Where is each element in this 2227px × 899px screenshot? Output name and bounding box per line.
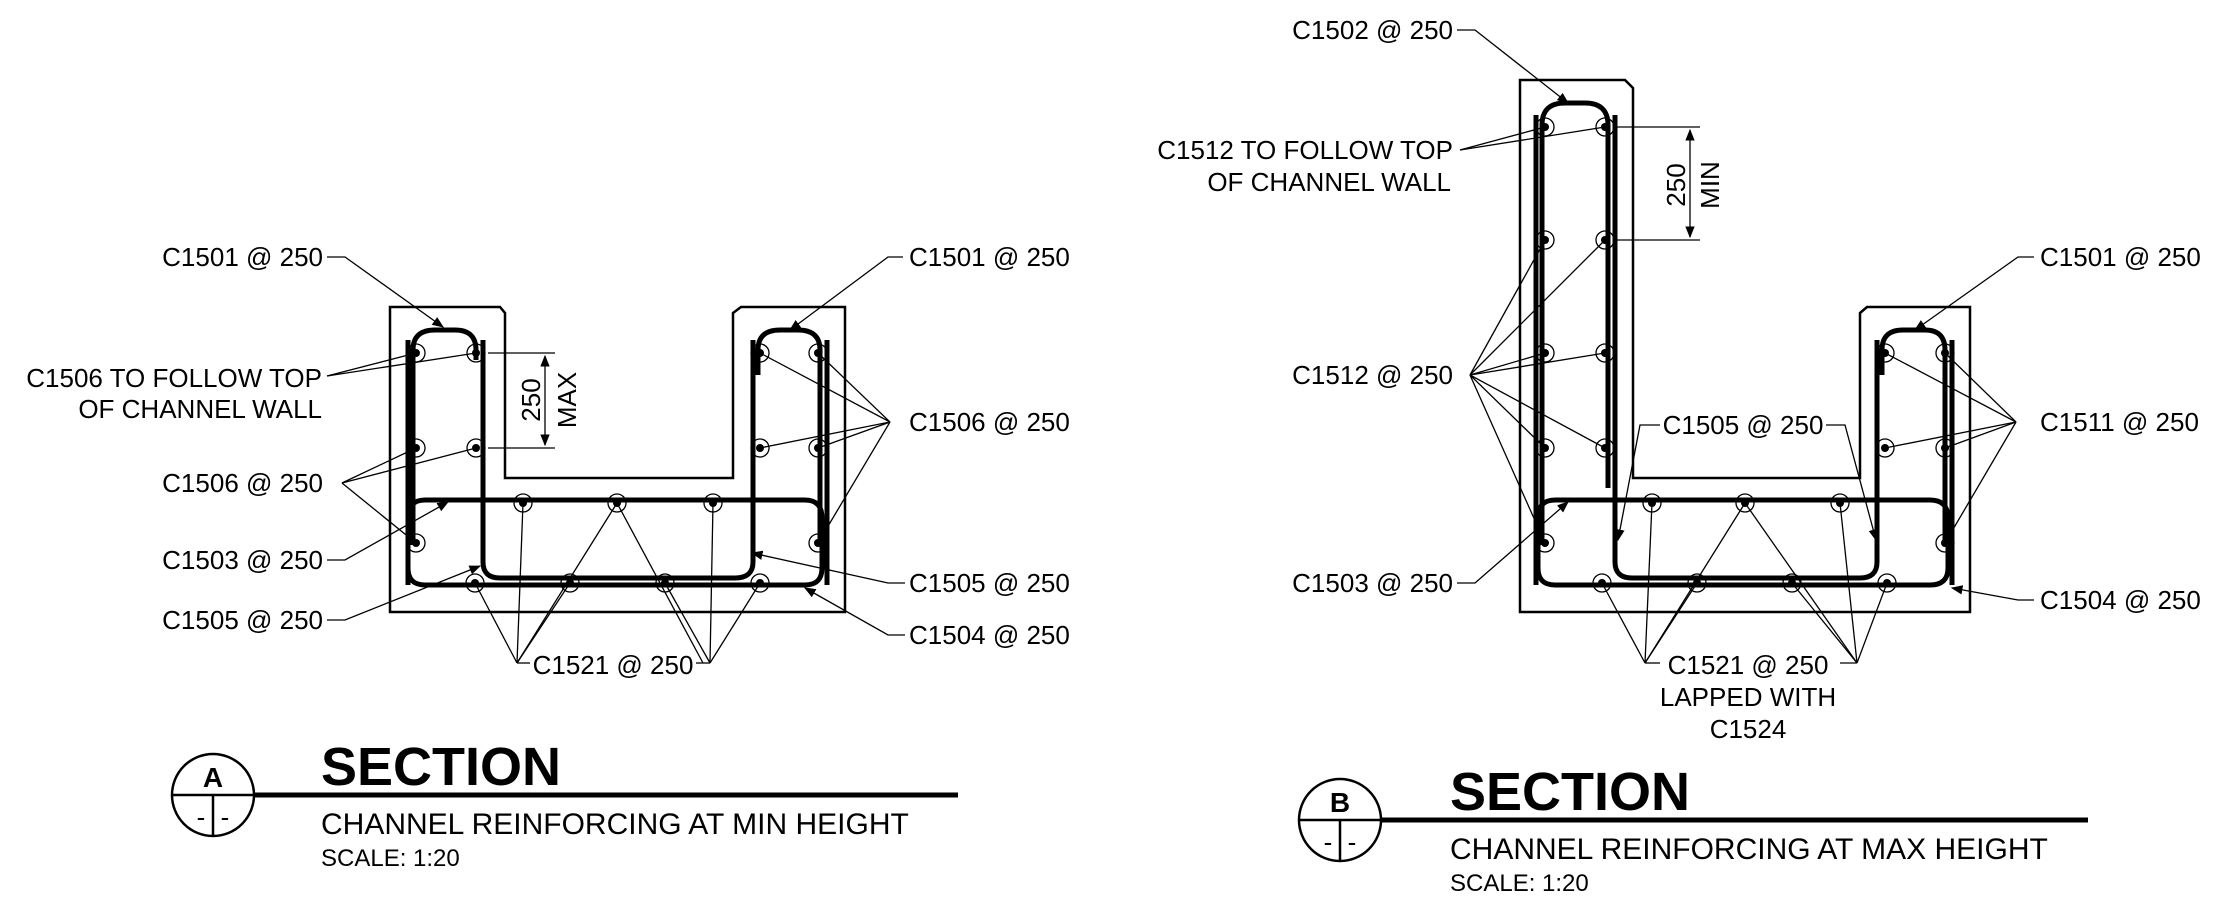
section-b-drawing: C1502 @ 250 C1512 TO FOLLOW TOP OF CHANN… [1157,15,2201,744]
section-b-label-bottom-3: C1524 [1710,714,1787,744]
section-b-leaders [1457,29,2034,664]
section-a-label-follow-top-2: OF CHANNEL WALL [78,394,322,424]
section-a-dimension [488,352,555,449]
section-a-label-right-bottom-2: C1504 @ 250 [909,620,1070,650]
section-b-label-top: C1502 @ 250 [1292,15,1453,45]
section-b-dimension-value: 250 [1661,163,1691,206]
section-b-label-inner: C1505 @ 250 [1663,410,1824,440]
section-a-bar-c1503 [405,497,825,588]
section-a-label-right-mid: C1506 @ 250 [909,407,1070,437]
section-b-label-left-mid: C1512 @ 250 [1292,360,1453,390]
section-a-label-right-bottom-1: C1505 @ 250 [909,568,1070,598]
section-b-dimension [1615,126,1700,241]
section-b-bar-c1502 [1539,100,1611,545]
section-a-bar-c1501-right [755,327,823,545]
section-b-label-right-mid: C1511 @ 250 [2040,407,2199,437]
section-a-label-left-mid: C1506 @ 250 [162,468,323,498]
section-a-tag-ref-right: - [221,802,230,832]
section-b-scale: SCALE: 1:20 [1450,870,1589,897]
section-a-subtitle: CHANNEL REINFORCING AT MIN HEIGHT [321,808,909,841]
section-a-dimension-note: MAX [552,372,582,428]
section-a-label-follow-top-1: C1506 TO FOLLOW TOP [26,363,322,393]
section-a-label-bottom: C1521 @ 250 [533,650,694,680]
section-a-tag-letter: A [203,762,223,793]
section-a-label-left-bottom-2: C1505 @ 250 [162,605,323,635]
section-a-title-block: A - - SECTION CHANNEL REINFORCING AT MIN… [170,737,958,872]
section-b-dimension-note: MIN [1695,161,1725,209]
section-b-label-bottom-1: C1521 @ 250 [1668,650,1829,680]
section-a-bar-c1501-left [410,327,479,545]
section-b-tag-ref-right: - [1348,827,1357,857]
section-a-scale: SCALE: 1:20 [321,845,460,872]
section-a-bar-c1505 [480,488,756,581]
section-a-leaders [326,256,905,664]
section-a-label-top-left: C1501 @ 250 [162,242,323,272]
section-b-label-follow-top-2: OF CHANNEL WALL [1207,167,1451,197]
section-b-label-left-bottom: C1503 @ 250 [1292,568,1453,598]
section-a-tag-ref-left: - [197,802,206,832]
section-b-bar-c1505 [1612,488,1880,581]
section-b-title-block: B - - SECTION CHANNEL REINFORCING AT MAX… [1297,762,2088,897]
section-a-label-left-bottom-1: C1503 @ 250 [162,545,323,575]
section-b-label-follow-top-1: C1512 TO FOLLOW TOP [1157,135,1453,165]
section-b-label-bottom-2: LAPPED WITH [1660,682,1836,712]
section-b-label-top-right: C1501 @ 250 [2040,242,2201,272]
section-a-title: SECTION [321,737,561,797]
section-b-bar-c1501-right [1879,327,1948,545]
section-b-label-right-bottom: C1504 @ 250 [2040,585,2201,615]
section-b-tag-ref-left: - [1324,827,1333,857]
section-b-tag-letter: B [1330,787,1350,818]
section-a-dimension-value: 250 [516,378,546,421]
section-b-bar-dots [1535,117,1955,593]
section-a-bar-dots [406,343,828,593]
section-a-label-top-right: C1501 @ 250 [909,242,1070,272]
section-a-concrete-outline [388,305,847,614]
section-a-drawing: C1501 @ 250 C1506 TO FOLLOW TOP OF CHANN… [26,242,1070,680]
section-b-subtitle: CHANNEL REINFORCING AT MAX HEIGHT [1450,833,2048,866]
section-b-title: SECTION [1450,762,1690,822]
section-b-bar-c1503 [1535,497,1951,588]
section-b-concrete-outline [1518,78,1972,614]
